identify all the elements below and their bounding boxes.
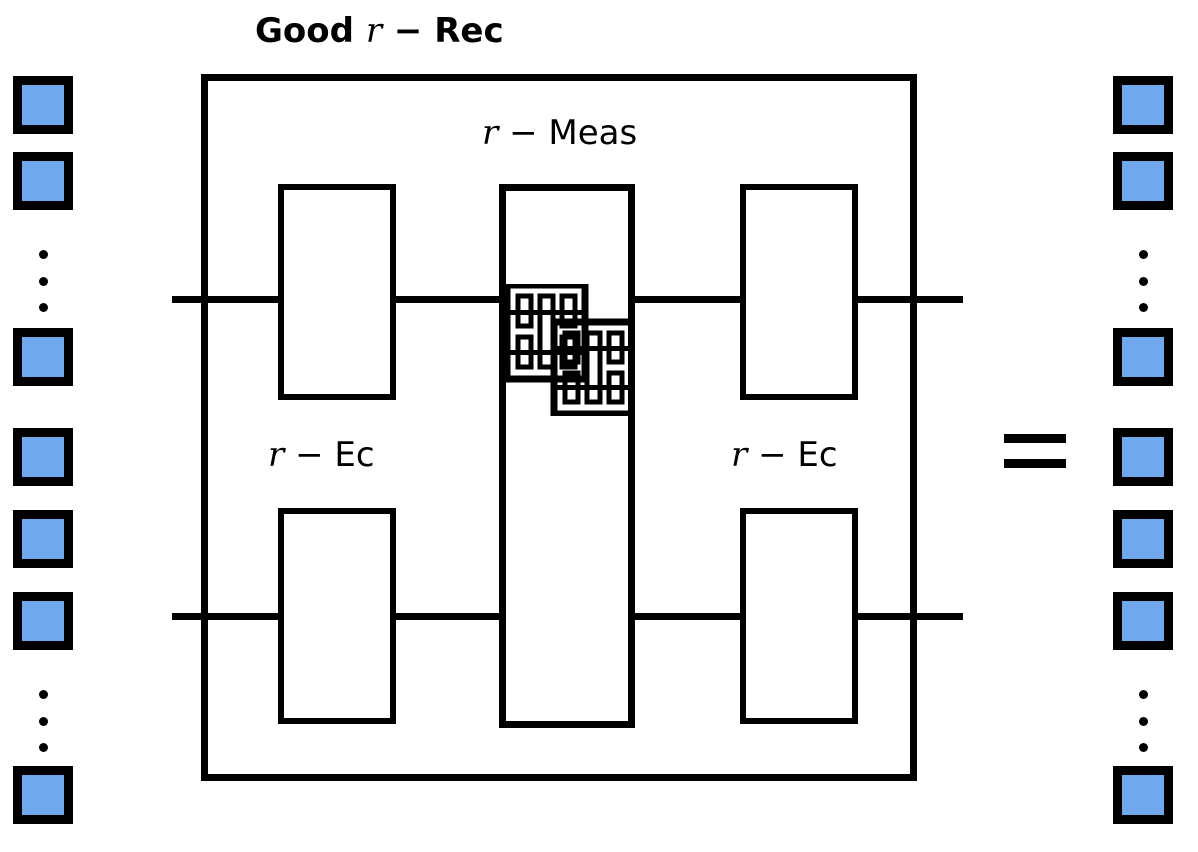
qubit-block bbox=[1113, 152, 1173, 210]
qubit-block bbox=[13, 328, 73, 386]
r-meas-gate[interactable] bbox=[499, 184, 635, 728]
vertical-ellipsis-icon bbox=[36, 690, 50, 752]
r-ec-right-label: r − Ec bbox=[731, 435, 838, 475]
good-r-rec-rectangle bbox=[201, 74, 917, 781]
qubit-block bbox=[13, 766, 73, 824]
qubit-block bbox=[1113, 510, 1173, 568]
qubit-block bbox=[1113, 76, 1173, 134]
r-ec-gate-bottom-left[interactable] bbox=[278, 508, 396, 724]
vertical-ellipsis-icon bbox=[36, 250, 50, 312]
r-ec-gate-top-left[interactable] bbox=[278, 184, 396, 400]
r-ec-gate-bottom-right[interactable] bbox=[740, 508, 858, 724]
equals-sign bbox=[1004, 434, 1066, 468]
qubit-block bbox=[1113, 428, 1173, 486]
good-r-rec-label: Good r − Rec bbox=[255, 11, 504, 51]
qubit-block bbox=[13, 592, 73, 650]
qubit-block bbox=[13, 510, 73, 568]
r-ec-left-label: r − Ec bbox=[268, 435, 375, 475]
vertical-ellipsis-icon bbox=[1136, 250, 1150, 312]
qubit-block bbox=[1113, 592, 1173, 650]
r-ec-gate-top-right[interactable] bbox=[740, 184, 858, 400]
r-meas-label: r − Meas bbox=[482, 113, 638, 153]
qubit-block bbox=[13, 152, 73, 210]
qubit-block bbox=[13, 428, 73, 486]
qubit-block bbox=[1113, 328, 1173, 386]
vertical-ellipsis-icon bbox=[1136, 690, 1150, 752]
recursive-subcircuit-glyph bbox=[506, 284, 634, 416]
qubit-block bbox=[1113, 766, 1173, 824]
qubit-block bbox=[13, 76, 73, 134]
